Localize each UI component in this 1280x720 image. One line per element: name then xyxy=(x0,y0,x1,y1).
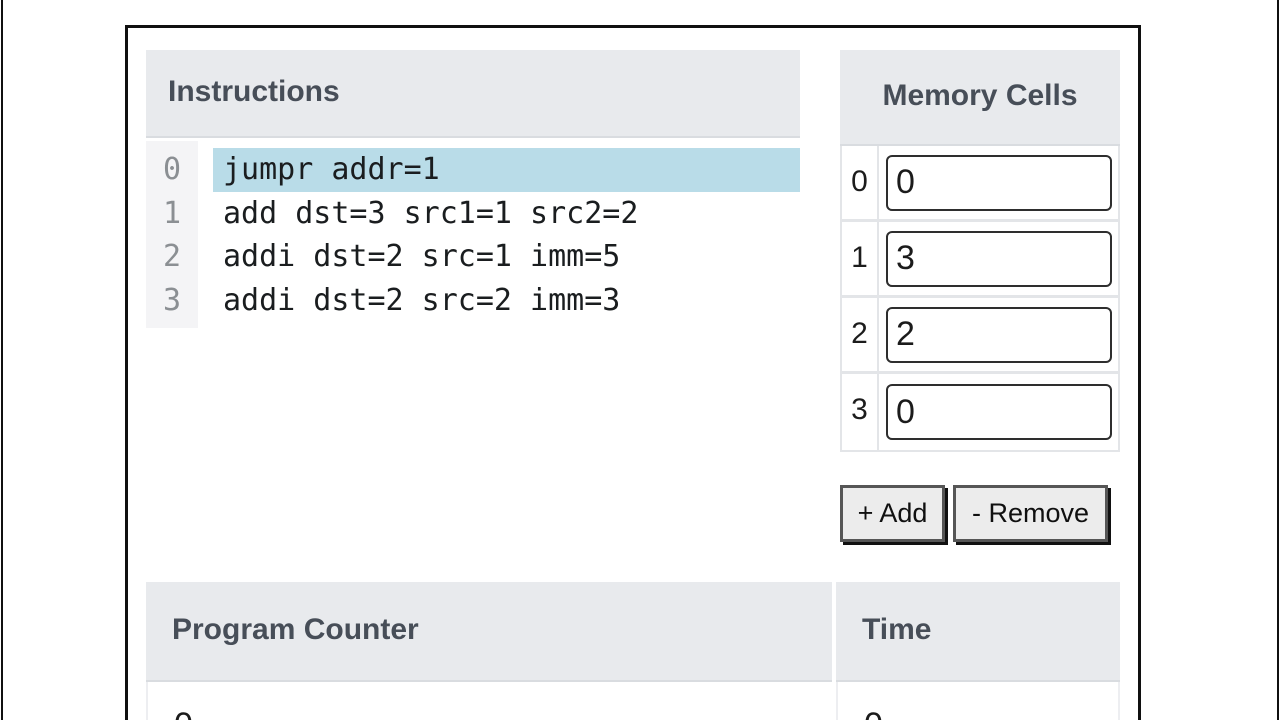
memory-cell-input-3[interactable] xyxy=(886,384,1112,440)
instruction-row[interactable]: addi dst=2 src=2 imm=3 xyxy=(223,282,621,318)
memory-cell-address: 0 xyxy=(842,146,879,219)
instructions-panel-header: Instructions xyxy=(146,50,800,138)
memory-cell-address: 2 xyxy=(842,298,879,371)
memory-cell-row: 1 xyxy=(842,222,1118,298)
program-counter-header: Program Counter xyxy=(146,582,832,682)
time-header: Time xyxy=(836,582,1120,682)
instruction-row[interactable]: add dst=3 src1=1 src2=2 xyxy=(223,195,639,231)
remove-memory-cell-button[interactable]: - Remove xyxy=(953,485,1108,542)
line-number: 1 xyxy=(162,195,182,231)
screen-edge-line-left xyxy=(1,0,3,720)
memory-cell-input-0[interactable] xyxy=(886,154,1112,211)
memory-cell-input-wrap xyxy=(879,374,1118,450)
instruction-row-current[interactable]: jumpr addr=1 xyxy=(213,148,800,192)
line-number: 3 xyxy=(162,282,182,318)
memory-cell-input-wrap xyxy=(879,298,1118,371)
screen-edge-line-right xyxy=(1277,0,1279,720)
line-number: 2 xyxy=(162,239,182,274)
memory-cell-row: 2 xyxy=(842,298,1118,374)
memory-cell-row: 0 xyxy=(842,146,1118,222)
time-value: 0 xyxy=(836,682,1120,720)
instruction-list: jumpr addr=1 add dst=3 src1=1 src2=2 add… xyxy=(213,141,800,322)
memory-cell-input-wrap xyxy=(879,222,1118,295)
instruction-line-number-column: 0 1 2 3 xyxy=(146,141,198,328)
memory-cell-input-2[interactable] xyxy=(886,306,1112,363)
memory-cell-row: 3 xyxy=(842,374,1118,450)
memory-cell-address: 3 xyxy=(842,374,879,450)
memory-cell-address: 1 xyxy=(842,222,879,295)
add-memory-cell-button[interactable]: + Add xyxy=(840,485,945,542)
memory-cell-input-wrap xyxy=(879,146,1118,219)
memory-cell-input-1[interactable] xyxy=(886,230,1112,287)
line-number: 0 xyxy=(162,152,182,187)
memory-cells-panel-header: Memory Cells xyxy=(840,50,1120,146)
program-counter-value: 0 xyxy=(146,682,832,720)
instruction-row[interactable]: addi dst=2 src=1 imm=5 xyxy=(223,239,621,274)
memory-cells-table: 0 1 2 3 xyxy=(840,146,1120,452)
